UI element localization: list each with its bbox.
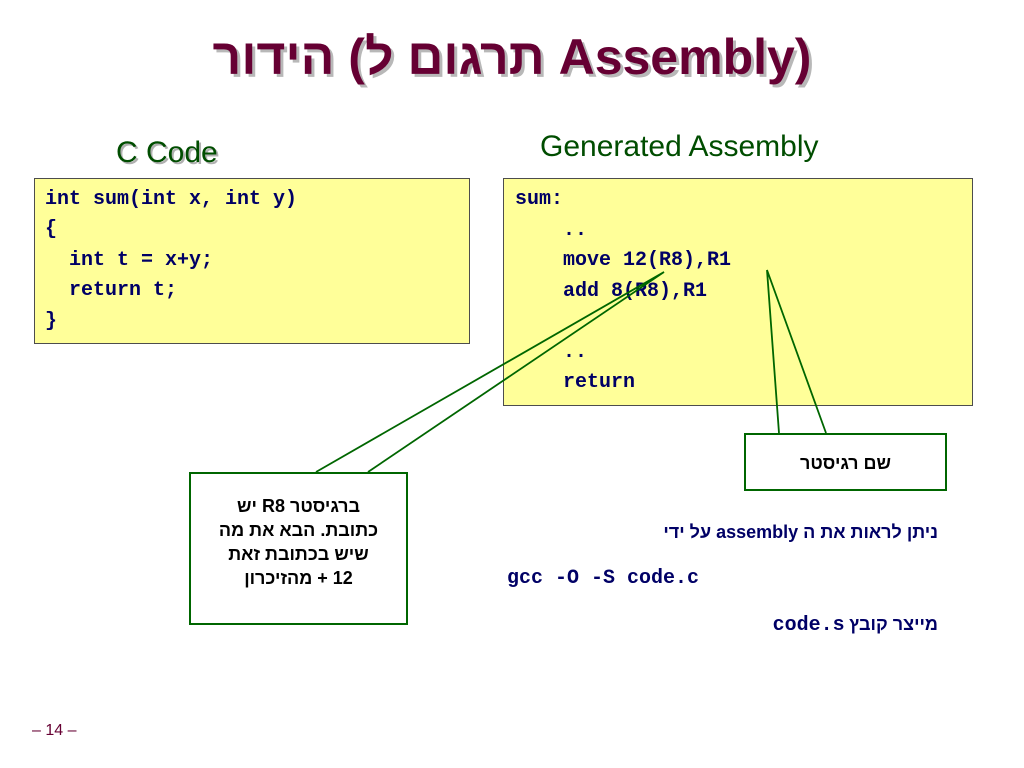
asm-code-line: move 12(R8),R1 [515,249,732,272]
asm-code-line: .. [515,341,588,364]
output-file-name: code.s [772,614,845,637]
asm-code-line: .. [515,219,588,242]
assembly-code-box: sum: .. move 12(R8),R1 add 8(R8),R1 .. r… [503,178,973,406]
c-code-line: int sum(int x, int y) [45,188,298,211]
c-code-line: { [45,218,58,241]
c-code-heading: C Code [116,136,218,169]
compile-hint-text: ניתן לראות את ה assembly על ידי [663,522,938,542]
generated-assembly-heading: Generated Assembly [540,130,819,163]
r8-note-line: שיש בכתובת זאת [228,544,369,564]
r8-note-line: כתובת. הבא את מה [218,520,379,540]
asm-code-line: return [515,371,636,394]
output-file-label: מייצר קובץ [849,614,938,634]
r8-address-callout: ברגיסטר R8 יש כתובת. הבא את מה שיש בכתוב… [189,472,408,625]
output-file-line: מייצר קובץ code.s [773,614,938,637]
page-number: – 14 – [32,722,77,739]
slide-title: הידור (תרגום ל Assembly) [212,29,812,85]
c-code-box: int sum(int x, int y) { int t = x+y; ret… [34,178,470,344]
asm-code-line: sum: [515,188,564,211]
r8-note-line: ברגיסטר R8 יש [237,496,360,516]
compile-command: gcc -O -S code.c [507,567,700,590]
c-code-line: int t = x+y; [45,249,214,272]
asm-code-line: add 8(R8),R1 [515,280,708,303]
r8-note-line: 12 + מהזיכרון [244,568,353,588]
c-code-line: } [45,310,58,333]
c-code-line: return t; [45,279,178,302]
register-name-callout: שם רגיסטר [744,433,947,491]
